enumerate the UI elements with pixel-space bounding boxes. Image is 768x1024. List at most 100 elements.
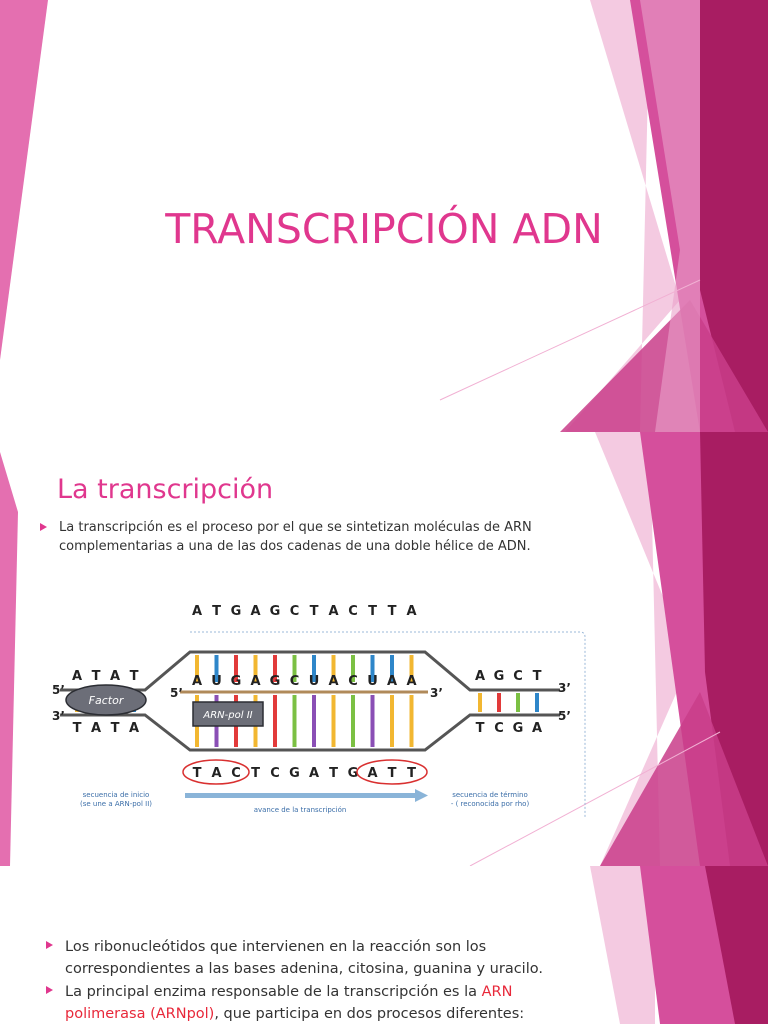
rna-strand-bar (292, 695, 297, 747)
diagram-frame (190, 631, 586, 817)
rna-strand-base: G (231, 674, 242, 689)
bottom-strand-base: T (407, 766, 416, 781)
left-top-base: A (110, 669, 120, 684)
top-strand-bar (351, 655, 355, 682)
rna-start-prime: 5’ (170, 686, 183, 700)
bullet-triangle-icon (46, 941, 53, 949)
left-bottom-base: A (91, 721, 101, 736)
right-pair-bar (535, 693, 539, 712)
bottom-strand-base: T (329, 766, 338, 781)
end-seq-label-2: - ( reconocida por rho) (451, 800, 530, 808)
right-bottom-base: C (494, 721, 504, 736)
top-strand-base: A (250, 604, 260, 619)
left-top-base: A (72, 669, 82, 684)
rna-strand-bar (351, 695, 355, 747)
end-seq-label-1: secuencia de término (452, 791, 528, 799)
start-seq-label-2: (se une a ARN-pol II) (80, 800, 152, 808)
top-strand-bar (292, 655, 297, 682)
rna-strand-base: A (387, 674, 397, 689)
rna-strand-base: A (406, 674, 416, 689)
right-pair-bar (516, 693, 520, 712)
top-strand-bar (370, 655, 375, 682)
rna-strand-bar (331, 695, 336, 747)
left-top-base: T (130, 669, 139, 684)
arn-pol-label: ARN-pol II (202, 710, 252, 721)
bottom-strand-base: T (193, 766, 202, 781)
bottom-strand-base: G (348, 766, 359, 781)
bottom-strand-base: G (289, 766, 300, 781)
rna-strand-base: G (270, 674, 281, 689)
slide-title: TRANSCRIPCIÓN ADN (0, 0, 768, 432)
top-strand-base: T (310, 604, 319, 619)
left-bottom-base: T (111, 721, 120, 736)
rna-strand-bar (390, 695, 394, 747)
right-top-base: A (475, 669, 485, 684)
bullet-triangle-icon (46, 986, 53, 994)
advance-label: avance de la transcripción (254, 806, 347, 814)
rna-strand-base: A (328, 674, 338, 689)
left-bottom-base: A (129, 721, 139, 736)
right-top-base: C (513, 669, 523, 684)
advance-arrow-shaft (185, 793, 415, 798)
left-bottom-base: T (73, 721, 82, 736)
bottom-backbone (60, 713, 560, 752)
slide3-bullet-1-text: Los ribonucleótidos que intervienen en l… (65, 939, 543, 977)
top-strand-base: C (290, 604, 300, 619)
slide3-bullet-1: Los ribonucleótidos que intervienen en l… (46, 936, 566, 980)
rna-strand-bar (370, 695, 375, 747)
rna-strand-bar (312, 695, 316, 747)
slide2-decoration (0, 432, 768, 866)
end-sequence-circle (356, 759, 428, 785)
bottom-strand-base: A (211, 766, 221, 781)
top-strand-bar (253, 655, 258, 682)
arn-polimerasa-highlight: ARN polimerasa (ARNpol) (65, 984, 513, 1022)
rna-strand-bar (273, 695, 277, 747)
factor-shape (65, 684, 147, 716)
rna-strand-base: C (290, 674, 300, 689)
right-bottom-base: G (513, 721, 524, 736)
top-strand-base: A (192, 604, 202, 619)
start-sequence-circle (182, 759, 250, 785)
top-strand-bar (409, 655, 414, 682)
bullet-2-pre: La principal enzima responsable de la tr… (65, 984, 482, 1000)
bottom-strand-base: A (309, 766, 319, 781)
rna-strand-base: U (309, 674, 320, 689)
bottom-strand-base: T (388, 766, 397, 781)
factor-label: Factor (89, 694, 125, 707)
rna-end-prime: 3’ (430, 686, 443, 700)
top-strand-base: C (348, 604, 358, 619)
top-strand-base: G (231, 604, 242, 619)
right-bottom-base: T (476, 721, 485, 736)
top-strand-base: T (368, 604, 377, 619)
rna-strand-base: A (250, 674, 260, 689)
slide2-bullet-text: La transcripción es el proceso por el qu… (59, 520, 532, 554)
rna-strand-base: U (367, 674, 378, 689)
bottom-strand-base: C (270, 766, 280, 781)
arn-pol-shape (192, 701, 264, 727)
top-strand-base: T (388, 604, 397, 619)
right-top-base: G (494, 669, 505, 684)
top-strand-bar (273, 655, 277, 682)
top-strand-base: A (328, 604, 338, 619)
right-pair-bar (497, 693, 501, 712)
slide3-bullet-2-text: La principal enzima responsable de la tr… (65, 981, 566, 1024)
slide-ribonucleotidos: Los ribonucleótidos que intervienen en l… (0, 866, 768, 1024)
left-top-base: T (92, 669, 101, 684)
slide3-decoration (590, 866, 768, 1024)
advance-arrow-head (415, 789, 428, 802)
slide1-title: TRANSCRIPCIÓN ADN (165, 205, 603, 253)
right-bottom-base: A (532, 721, 542, 736)
left-top-prime: 5’ (52, 683, 65, 697)
right-top-prime: 3’ (558, 681, 571, 695)
right-bottom-prime: 5’ (558, 709, 571, 723)
top-strand-bar (331, 655, 336, 682)
top-strand-bar (195, 655, 199, 682)
top-strand-bar (214, 655, 219, 682)
start-seq-label-1: secuencia de inicio (83, 791, 150, 799)
bottom-strand-base: A (367, 766, 377, 781)
top-strand-bar (312, 655, 316, 682)
bullet-triangle-icon (40, 523, 47, 531)
slide-la-transcripcion: La transcripción La transcripción es el … (0, 432, 768, 866)
left-bottom-prime: 3’ (52, 709, 65, 723)
